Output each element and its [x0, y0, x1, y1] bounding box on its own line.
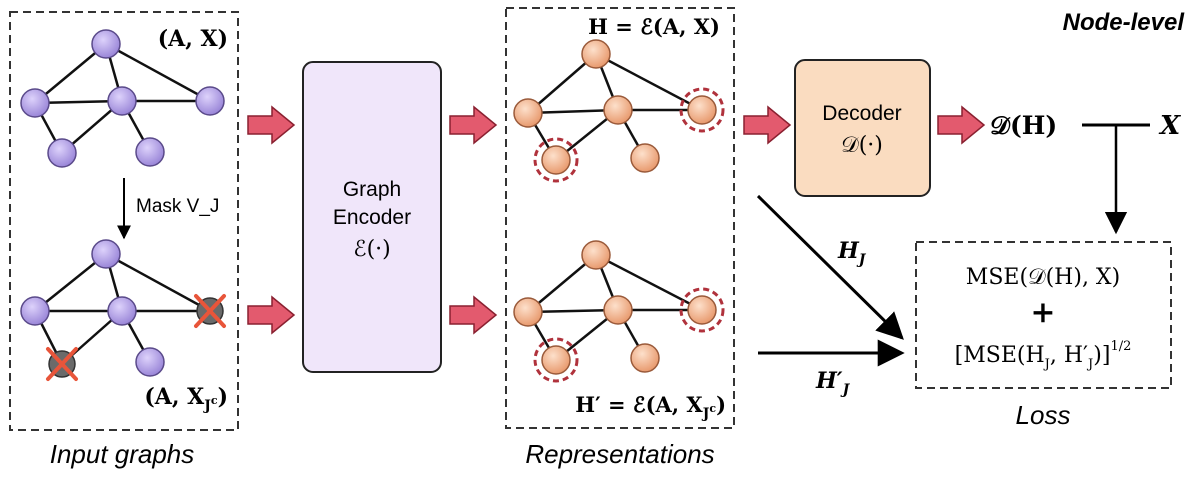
- repr-node: [630, 143, 660, 173]
- repr-caption: Representations: [525, 439, 714, 469]
- input-bottom-label: (A, XJc): [144, 384, 228, 414]
- repr-node: [541, 145, 571, 175]
- graph-encoder-box: [302, 61, 442, 373]
- highlight-circle: [533, 337, 579, 383]
- loss-hj-sub: J: [1043, 357, 1050, 372]
- input-node: [107, 296, 137, 326]
- decoder-line2: 𝒟(·): [841, 133, 883, 158]
- hj-prime-sub: J: [840, 382, 851, 398]
- repr-graph-top: [513, 39, 717, 175]
- input-node: [91, 29, 121, 59]
- input-top-label: (A, X): [158, 26, 228, 52]
- diagram-title: Node-level: [1063, 9, 1186, 36]
- repr-bottom-sub: J: [701, 406, 710, 422]
- repr-bottom-close: ): [716, 392, 726, 417]
- decoded-output-label: 𝒟(H): [990, 111, 1057, 140]
- input-panel: [9, 11, 239, 431]
- repr-top-label: H = ℰ(A, X): [588, 14, 720, 39]
- input-bottom-sup: c: [211, 394, 218, 407]
- loss-caption: Loss: [1016, 400, 1071, 430]
- loss-box: [915, 241, 1172, 389]
- encoder-line2: Encoder: [333, 206, 411, 229]
- repr-node: [513, 98, 543, 128]
- repr-node: [581, 240, 611, 270]
- loss-close: )]: [1093, 343, 1110, 368]
- input-graph-top: [20, 29, 225, 168]
- encoder-line3: ℰ(·): [353, 237, 390, 262]
- repr-node: [687, 295, 717, 325]
- representations-panel: [505, 7, 735, 429]
- input-node: [135, 137, 165, 167]
- repr-bottom-sup: c: [709, 402, 716, 415]
- input-caption: Input graphs: [50, 439, 195, 469]
- input-node: [195, 86, 225, 116]
- input-bottom-sub: J: [202, 398, 211, 414]
- highlight-circle: [533, 137, 579, 183]
- repr-bottom-label: H′ = ℰ(A, XJc): [575, 392, 726, 422]
- block-arrow: [937, 105, 986, 145]
- input-node: [20, 296, 50, 326]
- block-arrow: [449, 105, 498, 145]
- repr-node: [687, 95, 717, 125]
- input-node: [135, 347, 165, 377]
- repr-node: [603, 295, 633, 325]
- hj-sub: J: [856, 252, 867, 268]
- block-arrow: [743, 105, 792, 145]
- decoder-line1: Decoder: [822, 102, 901, 125]
- input-node: [91, 239, 121, 269]
- block-arrow: [449, 295, 498, 335]
- repr-node: [603, 95, 633, 125]
- loss-line2: [MSE(HJ, H′J)]1/2: [955, 339, 1132, 372]
- input-node: [107, 86, 137, 116]
- loss-mid: , H′: [1050, 343, 1088, 368]
- input-node: [20, 88, 50, 118]
- loss-exponent: 1/2: [1110, 339, 1131, 354]
- input-bottom-close: ): [218, 384, 228, 410]
- repr-node: [630, 343, 660, 373]
- mask-x-icon: [46, 347, 78, 381]
- input-node: [47, 138, 77, 168]
- highlight-circle: [679, 87, 725, 133]
- highlight-circle: [679, 287, 725, 333]
- mask-label: Mask V_J: [136, 196, 219, 217]
- hj-label: HJ: [837, 238, 867, 268]
- hj-prime-label: H′J: [815, 368, 851, 398]
- mask-x-icon: [194, 294, 226, 328]
- encoder-line1: Graph: [343, 178, 401, 201]
- loss-hjp-sub: J: [1086, 357, 1093, 372]
- repr-node: [541, 345, 571, 375]
- hj-arrow: [756, 194, 904, 340]
- target-x-label: X: [1158, 111, 1182, 141]
- block-arrow: [247, 295, 296, 335]
- input-graph-bottom: [20, 239, 224, 378]
- block-arrow: [247, 105, 296, 145]
- loss-line1: MSE(𝒟(H), X): [966, 265, 1120, 290]
- repr-node: [513, 297, 543, 327]
- loss-plus: +: [1030, 295, 1055, 330]
- repr-graph-bottom: [513, 240, 717, 375]
- decoder-box: [794, 59, 931, 197]
- repr-node: [581, 39, 611, 69]
